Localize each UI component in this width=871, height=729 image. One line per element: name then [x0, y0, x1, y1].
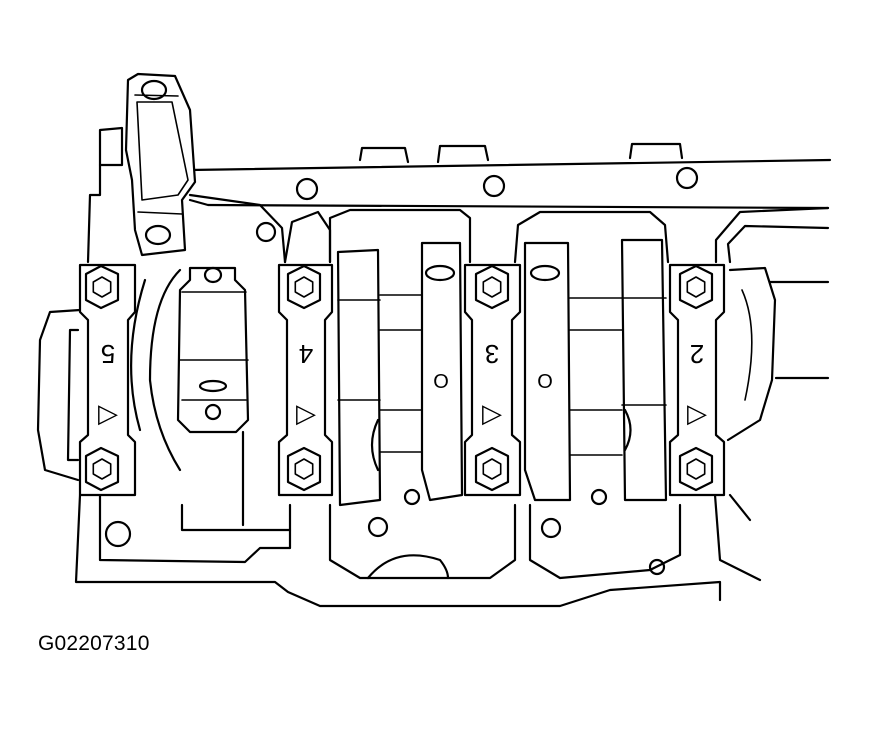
bolt-head-7 [686, 276, 706, 298]
journal-mark-left: O [433, 371, 449, 393]
removed-bearing-cap [124, 72, 197, 257]
bolt-head-1 [92, 276, 112, 298]
bolt-head-4 [294, 458, 314, 480]
bearing-cap-3 [463, 263, 522, 497]
cap-arrow-5: ▷ [98, 398, 118, 428]
journal-mark-right: O [537, 371, 553, 393]
crankshaft-center [328, 208, 777, 507]
bearing-cap-4 [277, 263, 334, 497]
bolt-head-2 [92, 458, 112, 480]
crankshaft-nose [36, 268, 182, 482]
bearing-cap-5 [78, 263, 137, 497]
cap-number-5: 5 [101, 339, 115, 369]
bolt-head-8 [686, 458, 706, 480]
exposed-journal-5 [176, 266, 292, 532]
cap-number-3: 3 [485, 339, 499, 369]
bearing-cap-2 [668, 263, 726, 497]
cap-number-2: 2 [690, 339, 704, 369]
bolt-head-5 [482, 276, 502, 298]
bolt-heads [92, 276, 706, 480]
cylinder-block-outline [86, 126, 832, 380]
bolt-head-6 [482, 458, 502, 480]
bolt-head-3 [294, 276, 314, 298]
cap-arrow-4: ▷ [296, 398, 316, 428]
cap-number-4: 4 [299, 339, 313, 369]
cap-arrow-3: ▷ [482, 398, 502, 428]
lower-block-outline [74, 488, 762, 608]
figure-code: G02207310 [38, 632, 150, 655]
cap-arrow-2: ▷ [687, 398, 707, 428]
